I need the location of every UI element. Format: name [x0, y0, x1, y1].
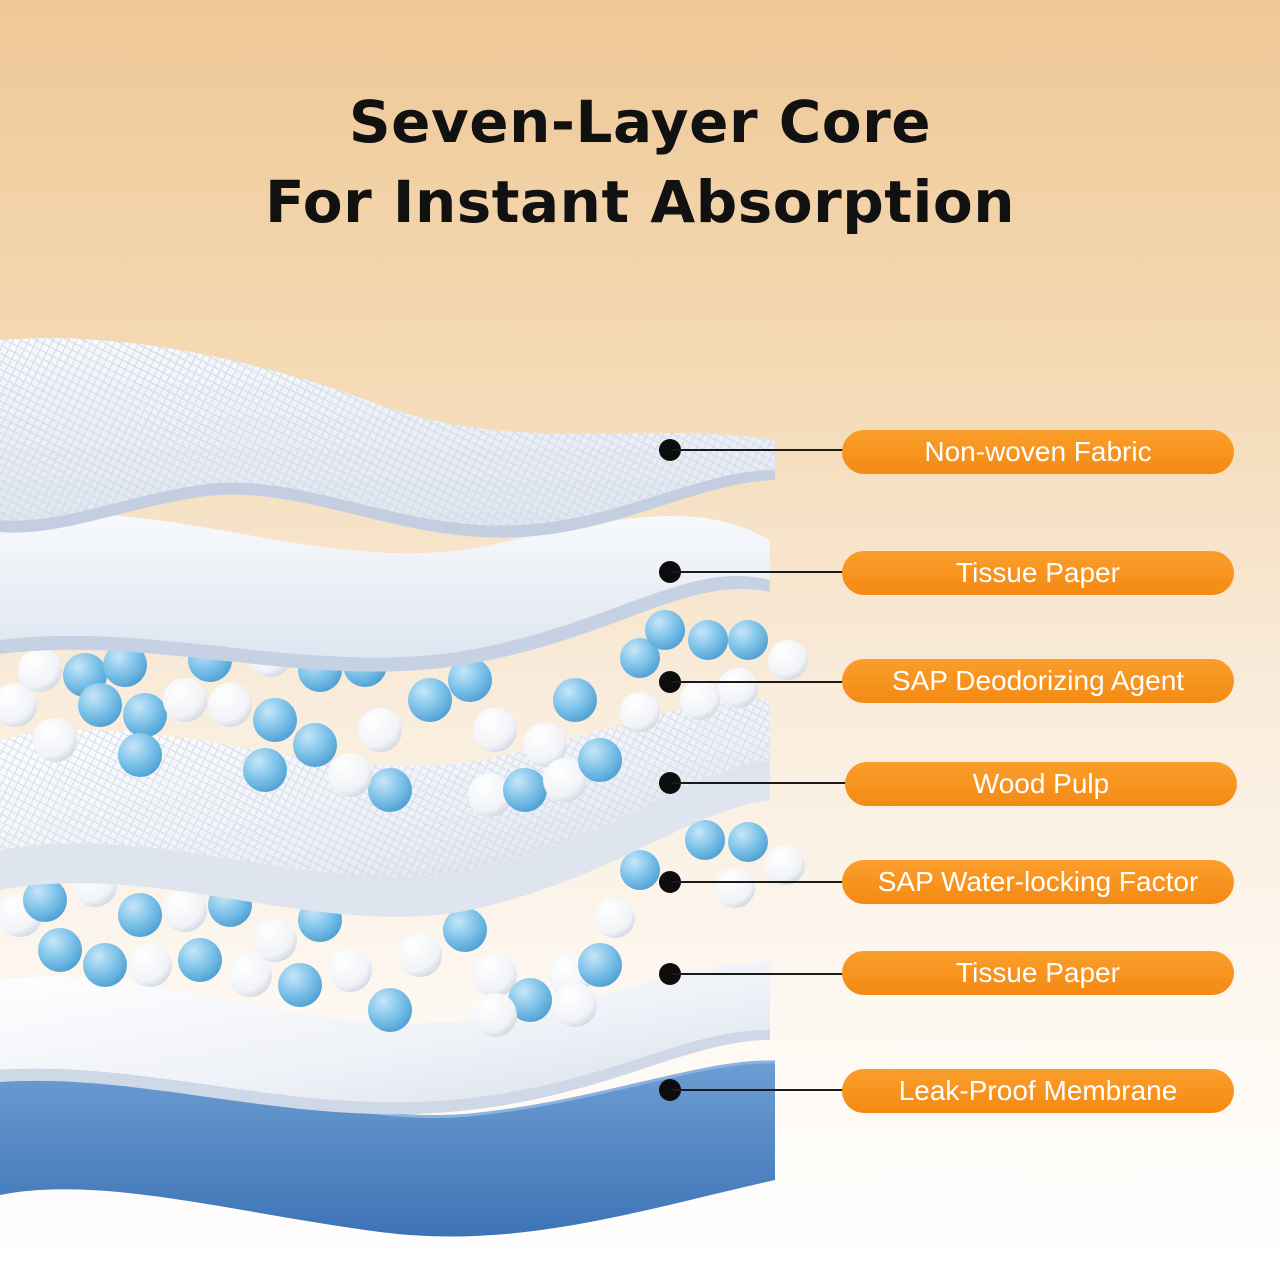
callout-dot-icon: [659, 963, 681, 985]
callout-dot-icon: [659, 772, 681, 794]
callout-line: [672, 449, 844, 451]
tissue-paper-bottom-layer: [0, 961, 770, 1115]
layer-label-pill: Tissue Paper: [842, 551, 1234, 595]
layer-label-pill: Non-woven Fabric: [842, 430, 1234, 474]
page-title-line-1: Seven-Layer Core: [348, 88, 932, 156]
callout-dot-icon: [659, 871, 681, 893]
callout-line: [672, 881, 844, 883]
layer-label-pill: Tissue Paper: [842, 951, 1234, 995]
tissue-paper-top-layer: [0, 513, 770, 672]
callout-dot-icon: [659, 671, 681, 693]
callout-line: [672, 973, 844, 975]
callout-line: [672, 1089, 844, 1091]
layer-label-pill: Wood Pulp: [845, 762, 1237, 806]
sap-deodorizing-beads: [0, 610, 808, 817]
callout-line: [672, 681, 844, 683]
callout-line: [672, 782, 847, 784]
page-title-line-2: For Instant Absorption: [264, 168, 1016, 236]
callout-dot-icon: [659, 1079, 681, 1101]
layer-label-pill: Leak-Proof Membrane: [842, 1069, 1234, 1113]
callout-dot-icon: [659, 561, 681, 583]
callout-line: [672, 571, 844, 573]
callout-dot-icon: [659, 439, 681, 461]
layer-label-pill: SAP Water-locking Factor: [842, 860, 1234, 904]
layer-label-pill: SAP Deodorizing Agent: [842, 659, 1234, 703]
non-woven-fabric-layer: [0, 338, 775, 538]
